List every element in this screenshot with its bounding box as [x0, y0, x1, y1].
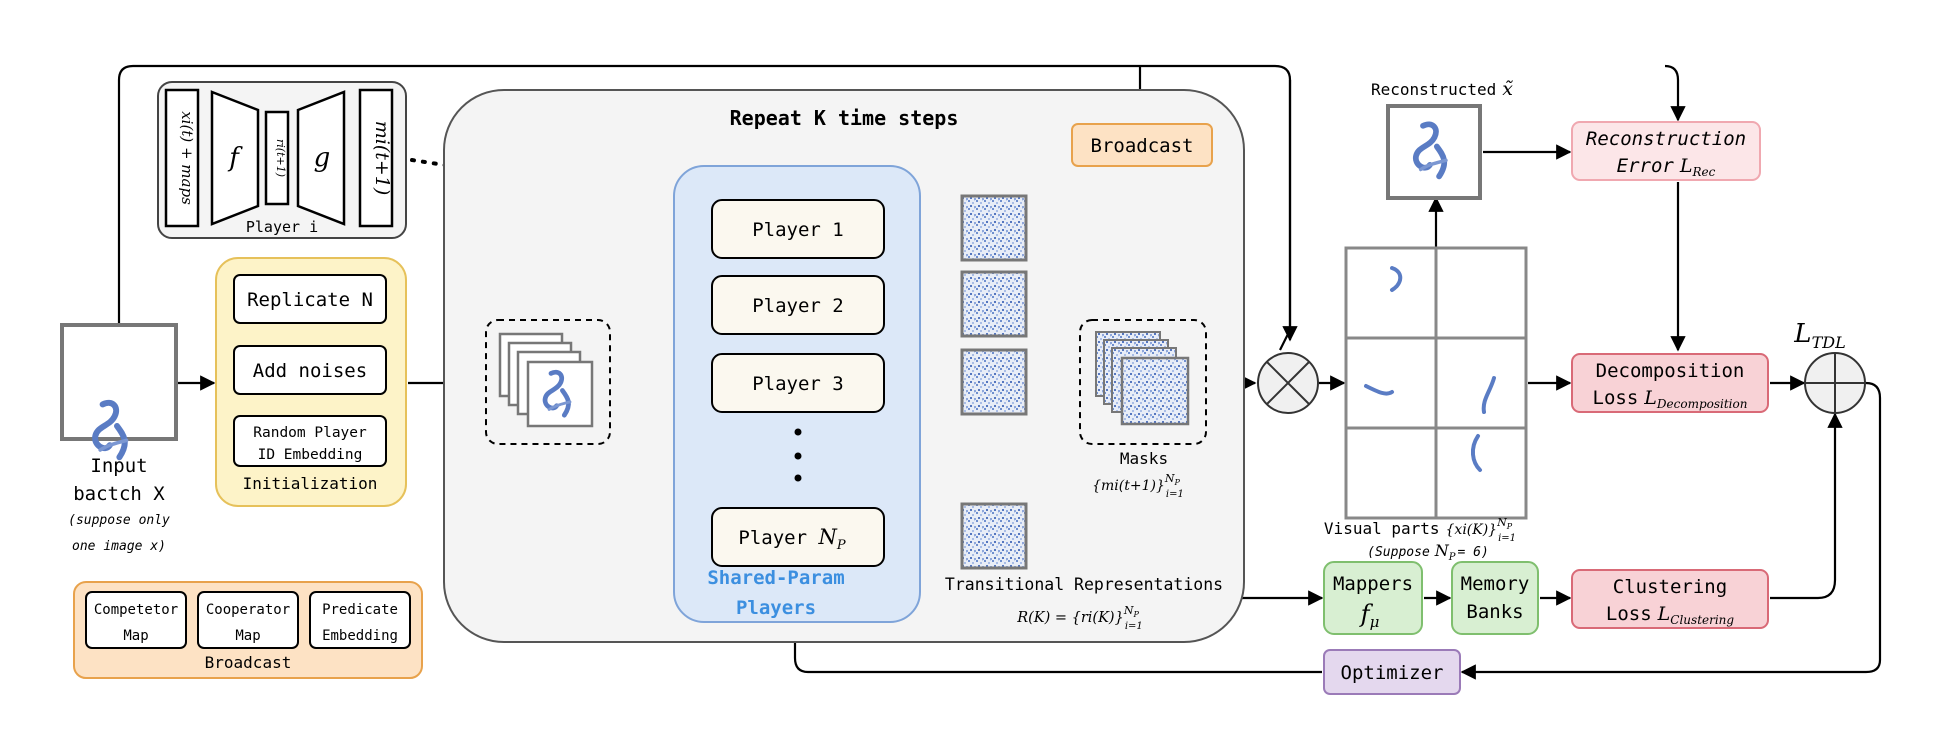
predicate-line1: Predicate [322, 602, 398, 618]
ltdl-label: LTDL [1793, 319, 1845, 352]
decomposition-line1: Decomposition [1596, 360, 1745, 382]
input-note-line2: one image x) [72, 539, 166, 554]
noise-image-np [960, 502, 1028, 570]
mappers-line1: Mappers [1333, 573, 1413, 595]
mappers-box: Mappers fμ [1323, 561, 1423, 635]
player-detail: xi(t) + maps f ri(t+1) g mi(t+1) Player … [157, 81, 407, 239]
cooperator-line2: Map [235, 628, 260, 644]
add-noises-box [233, 345, 387, 395]
player-3-box: Player 3 [711, 353, 885, 413]
optimizer-box: Optimizer [1323, 649, 1461, 695]
cooperator-map-box [197, 591, 299, 649]
player-3-label: Player 3 [752, 373, 844, 395]
player-2-label: Player 2 [752, 295, 844, 317]
broadcast-box: Broadcast [1071, 123, 1213, 167]
input-note-line1: (suppose only [68, 513, 170, 528]
encoder-shape [210, 90, 260, 226]
player-1-label: Player 1 [752, 219, 844, 241]
competitor-line1: Competetor [94, 602, 178, 618]
player-np-label: Player NP [738, 525, 845, 553]
cooperator-line1: Cooperator [206, 602, 290, 618]
player-detail-caption: Player i [246, 218, 318, 236]
input-label-line2: bactch X [73, 483, 165, 505]
player-outputs: Transitional Representations R(K) = {ri(… [945, 194, 1223, 632]
add-noises-label: Add noises [253, 360, 367, 382]
random-id-line2: ID Embedding [258, 447, 363, 463]
player-input-label: xi(t) + maps [178, 111, 196, 205]
sum-operator: LTDL [1793, 319, 1866, 414]
clustering-line1: Clustering [1613, 576, 1727, 598]
memory-line2: Banks [1466, 601, 1523, 623]
player-1-box: Player 1 [711, 199, 885, 259]
competitor-map-box [85, 591, 187, 649]
predicate-line2: Embedding [322, 628, 398, 644]
competitor-line2: Map [123, 628, 148, 644]
replicated-stack [485, 319, 611, 445]
broadcast-legend-title: Broadcast [205, 653, 292, 672]
initialization-title: Initialization [243, 474, 378, 493]
multiply-operator [1257, 352, 1319, 414]
player-2-box: Player 2 [711, 275, 885, 335]
memory-banks-box: Memory Banks [1451, 561, 1539, 635]
masks-label: Masks [1120, 449, 1168, 468]
input-batch: Input bactch X (suppose only one image x… [60, 323, 178, 554]
broadcast-box-label: Broadcast [1091, 135, 1194, 157]
transitional-label: Transitional Representations [945, 575, 1223, 594]
noise-image-1 [960, 194, 1028, 262]
player-np-box: Player NP [711, 507, 885, 567]
latent-label: ri(t+1) [274, 139, 287, 177]
noise-image-3 [960, 348, 1028, 416]
input-label-line1: Input [90, 455, 147, 477]
player-output-label: mi(t+1) [371, 121, 393, 196]
initialization-block: Replicate N Add noises Random Player ID … [215, 257, 407, 507]
memory-line1: Memory [1461, 573, 1530, 595]
replicate-box [233, 274, 387, 324]
replicate-label: Replicate N [247, 289, 373, 311]
predicate-embedding-box [309, 591, 411, 649]
optimizer-label: Optimizer [1341, 662, 1444, 684]
shared-param-line2: Players [736, 597, 816, 619]
repeat-title: Repeat K time steps [730, 106, 959, 130]
input-image [60, 323, 178, 441]
recon-error-line1: Reconstruction [1586, 128, 1746, 150]
decoder-shape [296, 90, 346, 226]
shared-param-line1: Shared-Param [707, 567, 844, 589]
ellipsis-dots [794, 428, 802, 482]
broadcast-legend: Competetor Map Cooperator Map Predicate … [73, 581, 423, 679]
random-id-box [233, 415, 387, 467]
noise-image-2 [960, 270, 1028, 338]
random-id-line1: Random Player [253, 425, 367, 441]
decoder-label: g [314, 143, 331, 173]
